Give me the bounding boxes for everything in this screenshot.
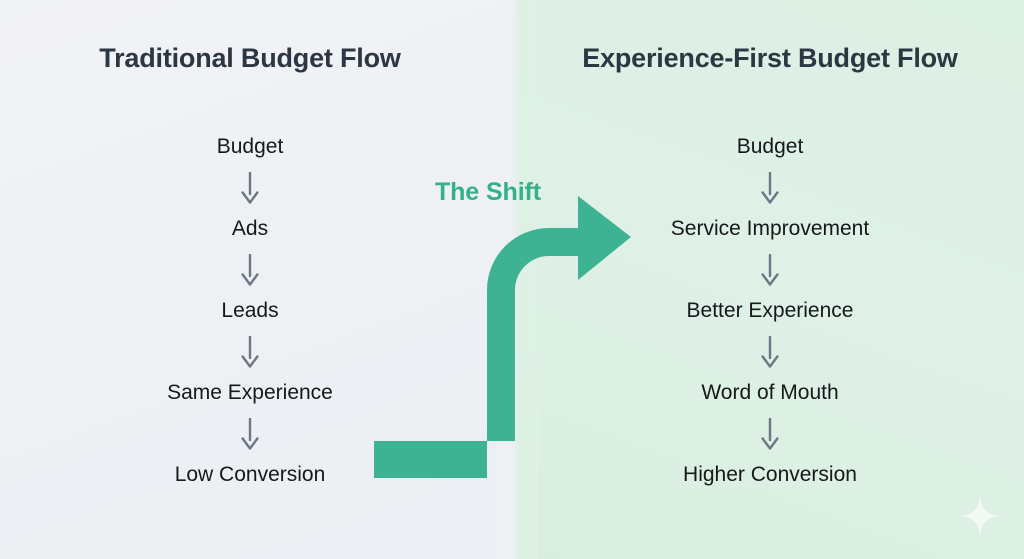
arrow-down-icon [570, 162, 970, 214]
arrow-down-icon [50, 326, 450, 378]
shift-label: The Shift [434, 178, 542, 206]
right-flow-column: Budget Service Improvement Better Experi… [570, 132, 970, 490]
flow-node: Higher Conversion [683, 463, 857, 486]
curved-right-arrow-icon [366, 186, 642, 488]
right-panel-title: Experience-First Budget Flow [582, 43, 958, 73]
flow-node: Low Conversion [174, 463, 326, 486]
arrow-down-icon [50, 162, 450, 214]
flow-node: Leads [221, 299, 279, 322]
arrow-down-icon [570, 244, 970, 296]
flow-node: Budget [736, 135, 804, 158]
arrow-down-icon [570, 408, 970, 460]
flow-node: Service Improvement [670, 217, 870, 240]
flow-node: Word of Mouth [701, 381, 839, 404]
left-flow-column: Budget Ads Leads Same Experience [50, 132, 450, 490]
flow-node: Ads [231, 217, 269, 240]
flow-node: Same Experience [167, 381, 333, 404]
flow-node: Better Experience [686, 299, 854, 322]
arrow-down-icon [50, 408, 450, 460]
left-panel-title: Traditional Budget Flow [99, 43, 401, 73]
right-panel-background [516, 0, 1024, 559]
arrow-down-icon [570, 326, 970, 378]
arrow-down-icon [50, 244, 450, 296]
flow-node: Budget [216, 135, 284, 158]
